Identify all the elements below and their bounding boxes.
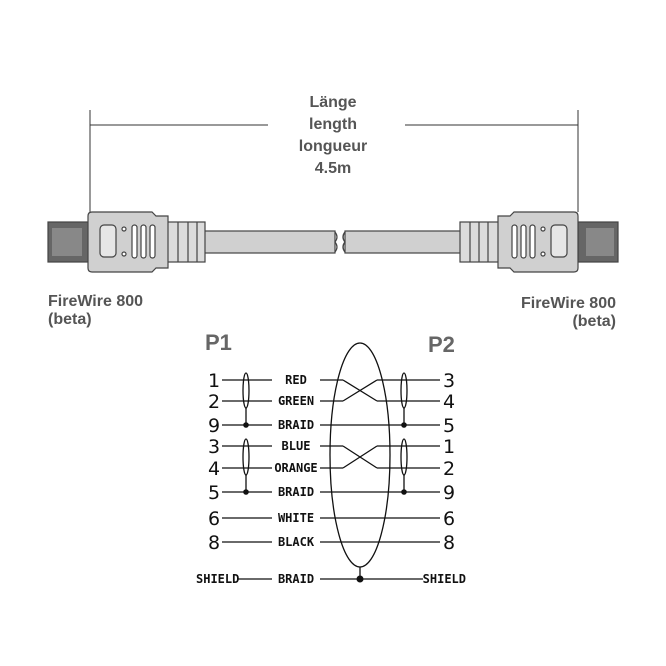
crossover: [342, 379, 378, 402]
p2-pin: 8: [443, 532, 455, 554]
wire-label: BRAID: [278, 485, 314, 499]
junction-dot: [243, 422, 249, 428]
p1-pin: 9: [208, 415, 220, 437]
wire-label: BLUE: [282, 439, 311, 453]
junction-dot: [243, 489, 249, 495]
shield-junction-dot: [356, 575, 364, 583]
wire-label: ORANGE: [274, 461, 317, 475]
p2-pin: 6: [443, 508, 455, 530]
left-connector: [47, 211, 346, 273]
right-connector-name: FireWire 800: [520, 295, 616, 312]
p2-pin: 5: [443, 415, 455, 437]
length-value: 4.5m: [314, 160, 352, 177]
p2-pin: 4: [443, 391, 455, 413]
left-connector-name: FireWire 800: [48, 293, 144, 310]
p2-pin: 1: [443, 436, 455, 458]
p2-pin: 9: [443, 482, 455, 504]
left-connector-sub: (beta): [48, 311, 92, 328]
pair-shield: [400, 372, 408, 409]
p2-pin: SHIELD: [423, 572, 466, 586]
p1-pin: 6: [208, 508, 220, 530]
length-en: length: [309, 116, 357, 133]
wire-label: RED: [285, 373, 307, 387]
left-connector-label: FireWire 800 (beta): [48, 293, 143, 329]
junction-dot: [401, 422, 407, 428]
pair-shield: [242, 438, 250, 476]
crossover: [342, 445, 378, 469]
pair-shield: [242, 372, 250, 409]
p1-label: P1: [205, 330, 232, 355]
p2-pin: 2: [443, 458, 455, 480]
length-dimension: [89, 110, 579, 212]
wire-label: BRAID: [278, 572, 314, 586]
wire-label: WHITE: [278, 511, 314, 525]
length-label: Länge length longueur 4.5m: [233, 92, 433, 180]
right-connector-sub: (beta): [572, 313, 616, 330]
wire-label: BRAID: [278, 418, 314, 432]
p1-pin: 1: [208, 370, 220, 392]
p1-pin: 4: [208, 458, 220, 480]
p1-pin: 2: [208, 391, 220, 413]
length-fr: longueur: [298, 138, 368, 155]
wire-label: BLACK: [278, 535, 315, 549]
wire-label: GREEN: [278, 394, 314, 408]
junction-dot: [401, 489, 407, 495]
cable-ellipse: [329, 342, 391, 568]
right-connector: [342, 211, 619, 273]
p2-pin: 3: [443, 370, 455, 392]
p1-pin: 8: [208, 532, 220, 554]
p2-label: P2: [428, 332, 455, 357]
p1-pin: SHIELD: [196, 572, 239, 586]
p1-pin: 5: [208, 482, 220, 504]
p1-pin: 3: [208, 436, 220, 458]
length-de: Länge: [309, 94, 357, 111]
pair-shield: [400, 438, 408, 476]
right-connector-label: FireWire 800 (beta): [521, 295, 616, 331]
